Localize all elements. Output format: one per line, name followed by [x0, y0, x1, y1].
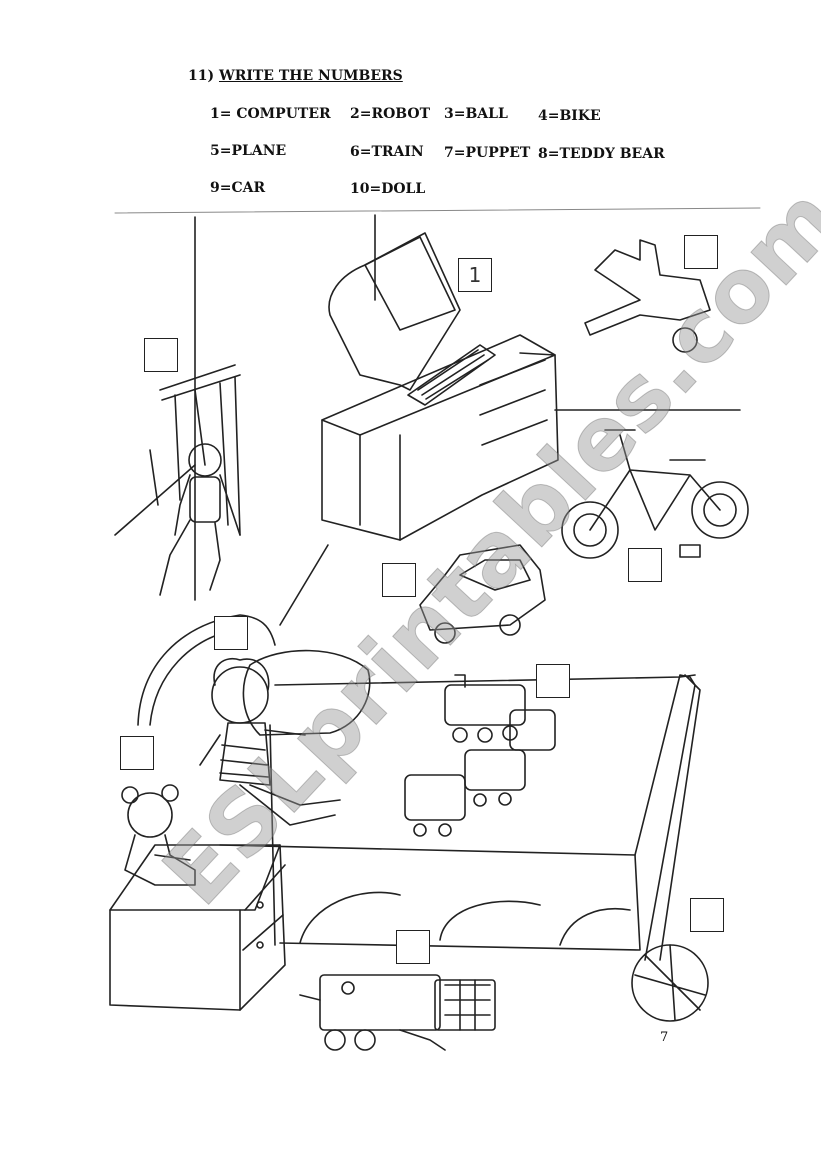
key-teddy-bear: 8=TEDDY BEAR [538, 146, 665, 162]
key-doll: 10=DOLL [350, 181, 426, 197]
key-bike: 4=BIKE [538, 108, 601, 124]
bike-drawing [561, 429, 749, 559]
key-puppet: 7=PUPPET [444, 145, 531, 161]
key-computer: 1= COMPUTER [210, 106, 331, 122]
key-robot: 2=ROBOT [350, 106, 431, 122]
exercise-number: 11) [188, 68, 215, 84]
robot-drawing [299, 974, 496, 1051]
car-drawing [419, 544, 546, 644]
answer-box-train[interactable] [536, 664, 570, 698]
page-number: 7 [660, 1030, 669, 1045]
answer-box-doll[interactable] [214, 616, 248, 650]
key-ball: 3=BALL [444, 106, 508, 122]
answer-box-ball[interactable] [690, 898, 724, 932]
doll-drawing [199, 658, 341, 826]
bedroom-illustration [100, 205, 765, 1065]
key-plane: 5=PLANE [210, 143, 287, 159]
answer-box-teddy-bear[interactable] [120, 736, 154, 770]
answer-box-car[interactable] [382, 563, 416, 597]
pillow-drawing [242, 649, 371, 736]
plane-drawing [584, 239, 711, 353]
train-drawing [404, 674, 556, 837]
ball-drawing [631, 944, 709, 1022]
exercise-instruction: WRITE THE NUMBERS [218, 68, 403, 84]
answer-box-robot[interactable] [396, 930, 430, 964]
answer-box-bike[interactable] [628, 548, 662, 582]
nightstand-drawing [109, 844, 286, 1011]
answer-box-computer[interactable]: 1 [458, 258, 492, 292]
teddy-bear-drawing [121, 784, 196, 886]
puppet-drawing [149, 364, 241, 596]
answer-box-plane[interactable] [684, 235, 718, 269]
key-train: 6=TRAIN [350, 144, 424, 160]
answer-box-puppet[interactable] [144, 338, 178, 372]
exercise-title: 11) WRITE THE NUMBERS [188, 68, 403, 84]
computer-desk-drawing [321, 232, 559, 541]
key-car: 9=CAR [210, 180, 266, 196]
bed-drawing [137, 614, 701, 961]
